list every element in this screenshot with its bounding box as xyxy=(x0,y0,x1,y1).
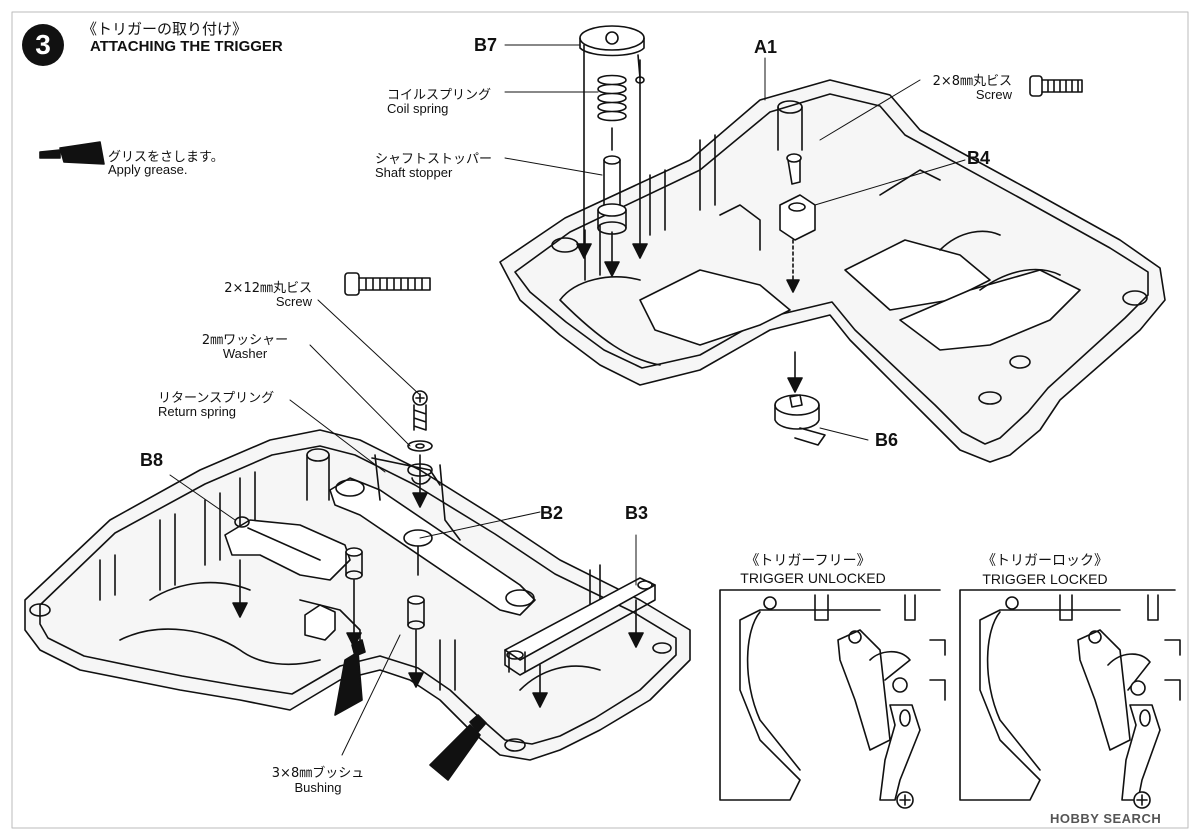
inset-locked-title-jp: 《トリガーロック》 xyxy=(982,552,1108,568)
label-b2: B2 xyxy=(540,503,564,523)
part-b3 xyxy=(504,577,656,708)
screw-2x8-icon xyxy=(1029,75,1083,97)
callout-screw-2x8-jp: 2×8㎜丸ビス xyxy=(932,74,1012,89)
part-b4 xyxy=(779,153,816,293)
housing-a1 xyxy=(499,79,1166,463)
label-b8: B8 xyxy=(140,450,164,470)
callout-shaft-stopper-jp: シャフトストッパー xyxy=(375,152,493,167)
inset-locked-title-en: TRIGGER LOCKED xyxy=(982,571,1108,587)
watermark-logo: HOBBY SEARCH xyxy=(1050,811,1162,826)
callout-screw-2x8-en: Screw xyxy=(975,87,1012,102)
label-b6: B6 xyxy=(875,430,899,450)
callout-bushing-en: Bushing xyxy=(294,780,342,795)
part-b2 xyxy=(329,477,536,616)
label-b3: B3 xyxy=(625,503,649,523)
part-b8 xyxy=(224,516,351,618)
step-number-badge: 3 xyxy=(22,24,64,66)
callout-screw-2x12-jp: 2×12㎜丸ビス xyxy=(224,281,312,296)
label-b4: B4 xyxy=(967,148,991,168)
inset-trigger-unlocked xyxy=(719,589,946,809)
step-title-en: ATTACHING THE TRIGGER xyxy=(90,38,283,55)
page-border xyxy=(11,11,1189,829)
callout-return-spring-jp: リターンスプリング xyxy=(158,391,275,406)
label-a1: A1 xyxy=(754,37,778,57)
part-b7-stack xyxy=(576,25,648,277)
part-b6 xyxy=(774,351,826,446)
callout-bushing-jp: 3×8㎜ブッシュ xyxy=(271,766,365,781)
callout-screw-2x12-en: Screw xyxy=(275,294,312,309)
callout-return-spring-en: Return spring xyxy=(158,404,237,419)
bushing-parts xyxy=(345,547,526,688)
housing-lower xyxy=(24,429,691,761)
inset-unlocked-title-jp: 《トリガーフリー》 xyxy=(745,552,871,568)
callout-washer-jp: 2㎜ワッシャー xyxy=(201,333,289,348)
step-title-jp: 《トリガーの取り付け》 xyxy=(82,21,248,38)
inset-trigger-locked xyxy=(959,589,1181,809)
screw-washer-stack xyxy=(371,390,441,508)
inset-unlocked-title-en: TRIGGER UNLOCKED xyxy=(740,570,886,586)
callout-coil-spring-jp: コイルスプリング xyxy=(387,88,492,103)
screw-2x12-icon xyxy=(344,272,431,296)
callout-coil-spring-en: Coil spring xyxy=(387,101,449,116)
grease-note-en: Apply grease. xyxy=(108,162,188,177)
callout-shaft-stopper-en: Shaft stopper xyxy=(375,165,453,180)
grease-tube-lower-left xyxy=(334,639,366,716)
callout-washer-en: Washer xyxy=(222,346,268,361)
return-spring xyxy=(374,454,461,541)
leader-lines xyxy=(169,44,966,756)
label-b7: B7 xyxy=(474,35,498,55)
grease-note-jp: グリスをさします。 xyxy=(108,150,224,165)
grease-tube-lower-middle xyxy=(429,714,487,781)
grease-tube-icon-legend xyxy=(39,141,105,165)
